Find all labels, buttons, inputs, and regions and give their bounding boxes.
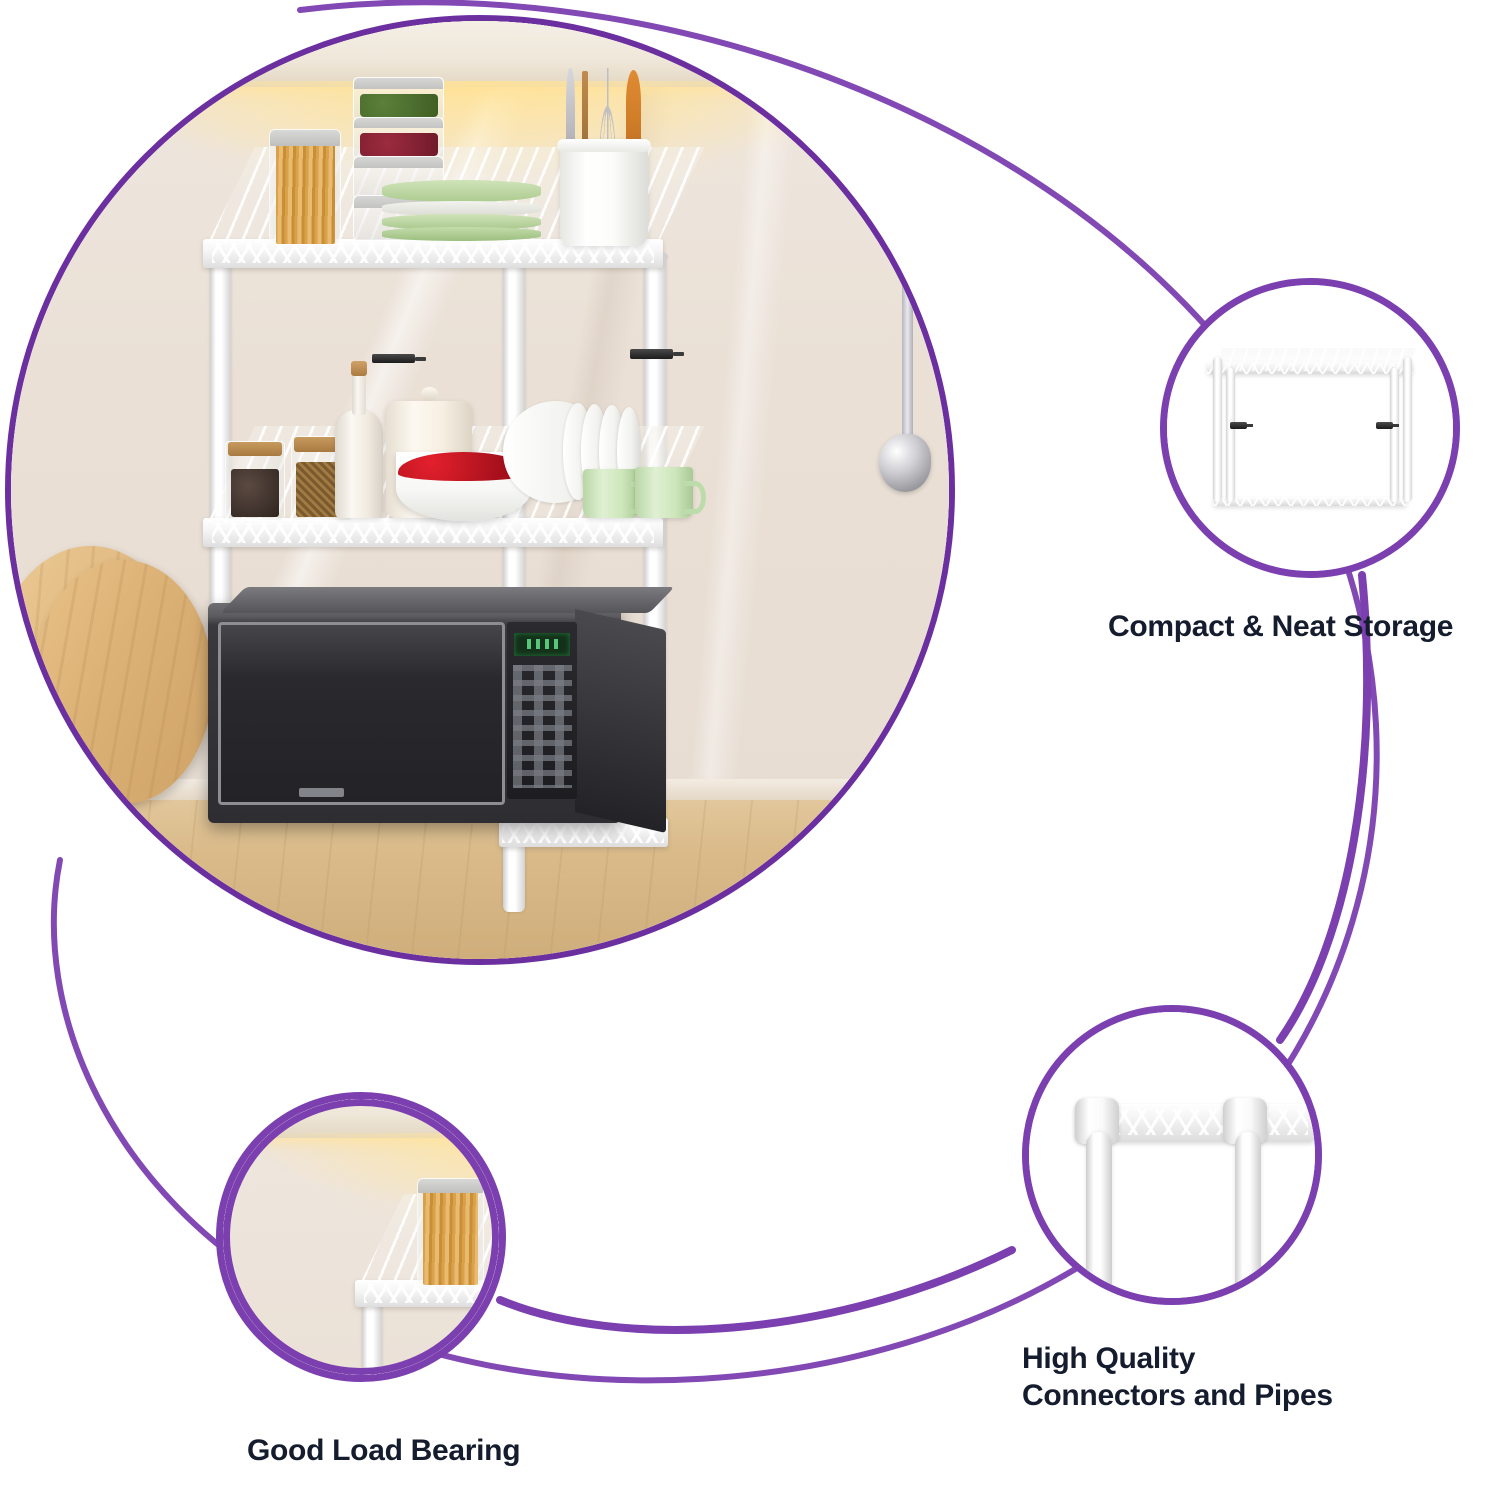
shelf-lock-clip xyxy=(372,353,427,364)
microwave-keypad xyxy=(512,664,572,789)
kitchen-scene xyxy=(11,21,949,959)
main-product-photo xyxy=(5,15,955,965)
food-container xyxy=(353,77,445,121)
detail-post xyxy=(1390,367,1400,503)
wood-floor xyxy=(11,799,949,959)
spice-jar xyxy=(224,441,285,522)
detail-pipe xyxy=(1086,1132,1113,1298)
microwave-oven xyxy=(207,587,676,833)
detail-shelf-top-deck xyxy=(1212,347,1417,371)
upper-cabinet xyxy=(11,21,949,87)
detail-post xyxy=(1225,367,1235,503)
detail-post xyxy=(1402,356,1412,503)
spatula-icon xyxy=(565,67,576,161)
detail-photo-load-bearing xyxy=(216,1092,506,1382)
caption-load-bearing: Good Load Bearing xyxy=(247,1434,521,1467)
pasta-jar xyxy=(268,128,342,246)
connector-line-storage-to-pipes xyxy=(1276,571,1372,1044)
utensil-group xyxy=(557,67,663,247)
caption-line-1: High Quality xyxy=(1022,1342,1196,1375)
detail-pipe xyxy=(1234,1132,1261,1298)
utensil-crock xyxy=(557,139,652,247)
microwave-control-panel xyxy=(507,622,578,799)
food-container xyxy=(353,116,445,160)
kitchen-scene-crop xyxy=(223,1099,499,1375)
detail-photo-compact-storage xyxy=(1160,278,1460,578)
detail-post xyxy=(1212,356,1222,503)
rack-shelf-bottom xyxy=(498,818,668,848)
caption-compact-storage: Compact & Neat Storage xyxy=(1108,610,1454,643)
caption-line-2: Connectors and Pipes xyxy=(1022,1379,1333,1413)
microwave-handle xyxy=(298,787,345,797)
ceramic-bottle xyxy=(334,360,384,519)
connector-line-pipes-to-load xyxy=(496,1246,1016,1334)
cutting-board xyxy=(34,560,213,805)
fruit-bowl xyxy=(395,452,532,521)
wooden-stick-icon xyxy=(582,71,588,165)
shelf-lock-clip xyxy=(630,349,685,359)
door-stem xyxy=(902,283,914,472)
microwave-display xyxy=(514,632,571,656)
rack-shelf-middle xyxy=(203,518,663,548)
detail-lock-clip xyxy=(1229,422,1253,430)
plate-stack-green xyxy=(381,180,541,242)
microwave-door xyxy=(218,622,505,805)
door-handle-icon xyxy=(878,433,932,492)
detail-shelf-bottom xyxy=(1212,496,1408,506)
green-mug xyxy=(583,469,652,519)
detail-lock-clip xyxy=(1375,422,1399,430)
green-mug xyxy=(634,467,706,519)
detail-photo-connectors-pipes xyxy=(1022,1005,1322,1305)
